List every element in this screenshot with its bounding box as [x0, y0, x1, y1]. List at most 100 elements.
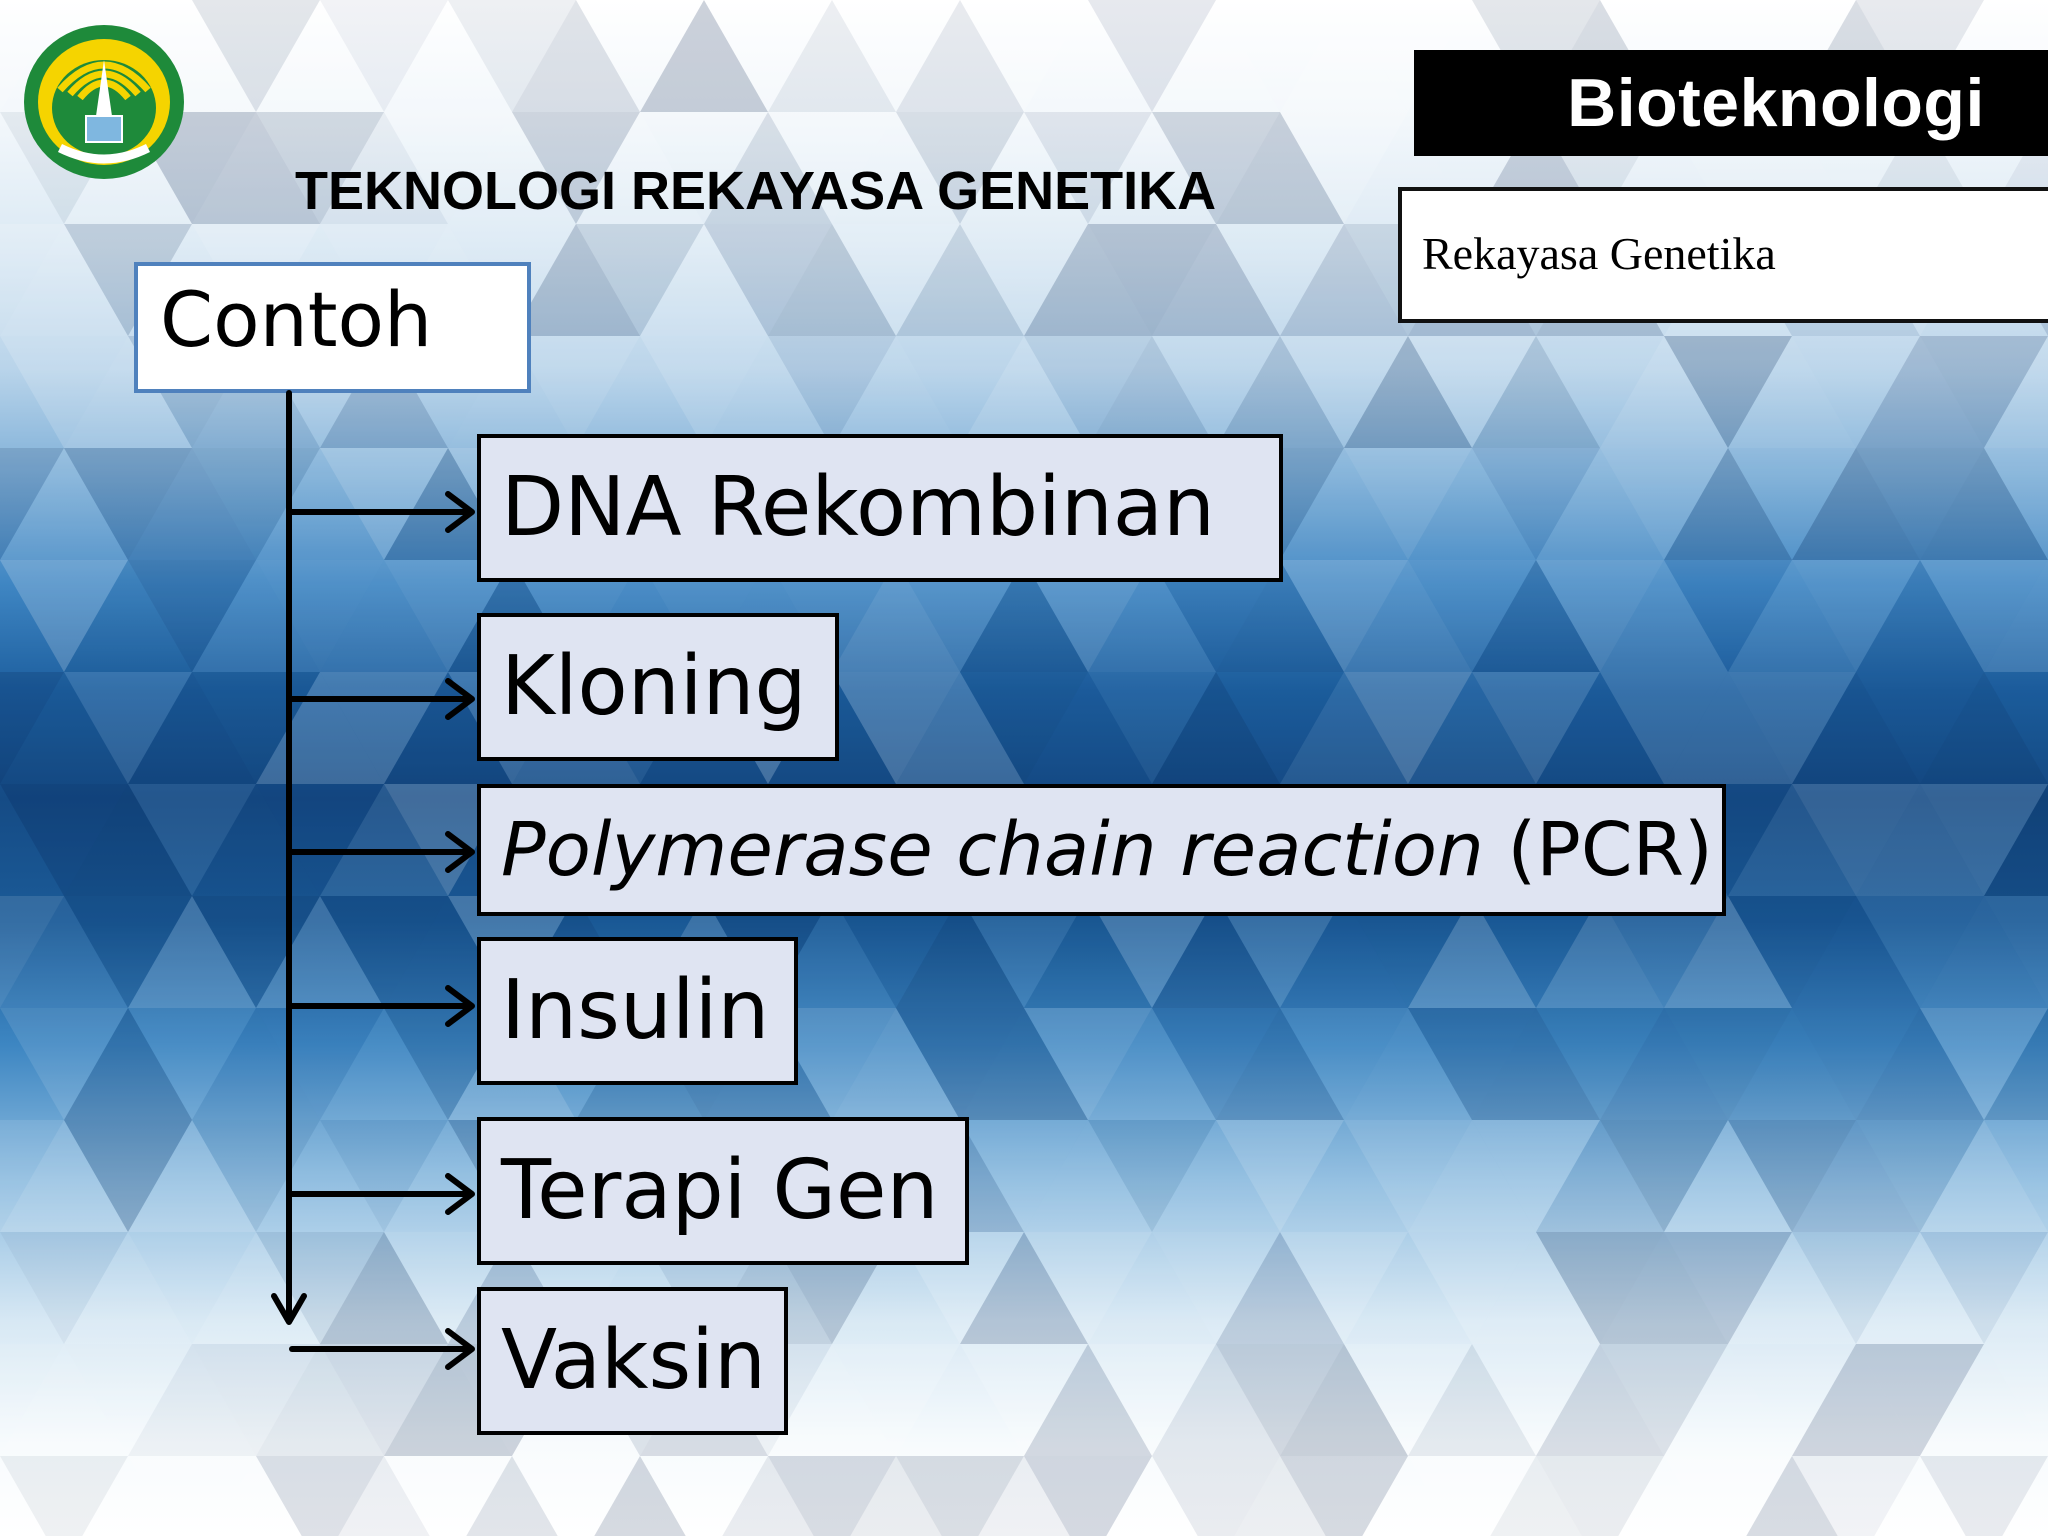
bg-triangle	[1152, 0, 1280, 112]
bg-triangle	[128, 1120, 256, 1232]
bg-triangle	[960, 0, 1088, 112]
bg-triangle	[0, 896, 64, 1008]
bg-triangle	[1874, 1456, 1966, 1536]
bg-triangle	[0, 224, 128, 336]
bg-triangle	[512, 224, 640, 336]
bg-triangle	[1024, 1456, 1152, 1536]
bg-triangle	[640, 112, 768, 224]
bg-triangle	[0, 1456, 128, 1536]
subtitle-box: Rekayasa Genetika	[1398, 187, 2048, 323]
bg-triangle	[1600, 1120, 1728, 1232]
bg-triangle	[1344, 1008, 1472, 1120]
bg-triangle	[1984, 1232, 2048, 1344]
bg-triangle	[1856, 1344, 1984, 1456]
bg-triangle	[256, 0, 384, 112]
item-box-pcr: Polymerase chain reaction (PCR)	[477, 784, 1726, 916]
bg-triangle	[1216, 0, 1344, 112]
bg-triangle	[1920, 336, 2048, 448]
bg-triangle	[768, 1344, 896, 1456]
bg-triangle	[1728, 896, 1856, 1008]
bg-triangle	[1152, 1120, 1280, 1232]
bg-triangle	[978, 1456, 1070, 1536]
bg-triangle	[1088, 896, 1216, 1008]
item-label: Vaksin	[501, 1313, 766, 1408]
bg-triangle	[128, 784, 256, 896]
bg-triangle	[384, 1456, 512, 1536]
bg-triangle	[1856, 896, 1984, 1008]
bg-triangle	[128, 1344, 256, 1456]
bg-triangle	[576, 0, 704, 112]
bg-triangle	[320, 560, 448, 672]
bg-triangle	[1216, 1120, 1344, 1232]
bg-triangle	[1728, 784, 1856, 896]
bg-triangle	[1344, 560, 1472, 672]
bg-triangle	[1490, 1456, 1582, 1536]
bg-triangle	[1024, 896, 1152, 1008]
bg-triangle	[64, 1120, 192, 1232]
bg-triangle	[1152, 1232, 1280, 1344]
bg-triangle	[1728, 1232, 1856, 1344]
item-label-suffix: (PCR)	[1483, 807, 1713, 893]
branch-arrowhead-vaksin	[445, 1328, 475, 1370]
bg-triangle	[960, 1120, 1088, 1232]
bg-triangle	[1664, 448, 1792, 560]
bg-triangle	[1408, 1456, 1536, 1536]
bg-triangle	[1856, 1008, 1984, 1120]
bg-triangle	[576, 336, 704, 448]
bg-triangle	[128, 1232, 256, 1344]
bg-triangle	[1088, 672, 1216, 784]
bg-triangle	[0, 336, 128, 448]
bg-triangle	[1792, 896, 1920, 1008]
bg-triangle	[832, 560, 960, 672]
bg-triangle	[1234, 1456, 1326, 1536]
item-label-italic: Polymerase chain reaction	[501, 807, 1484, 893]
bg-triangle	[320, 1232, 448, 1344]
bg-triangle	[1088, 1344, 1216, 1456]
item-box-terapi-gen: Terapi Gen	[477, 1117, 969, 1265]
bg-triangle	[320, 1008, 448, 1120]
bg-triangle	[960, 112, 1088, 224]
bg-triangle	[1728, 448, 1856, 560]
bg-triangle	[1664, 336, 1792, 448]
bg-triangle	[704, 336, 832, 448]
bg-triangle	[1920, 1008, 2048, 1120]
slide-heading: TEKNOLOGI REKAYASA GENETIKA	[295, 161, 1217, 221]
bg-triangle	[1344, 672, 1472, 784]
bg-triangle	[64, 672, 192, 784]
bg-triangle	[1536, 560, 1664, 672]
bg-triangle	[1728, 1120, 1856, 1232]
bg-triangle	[960, 560, 1088, 672]
bg-triangle	[1472, 1120, 1600, 1232]
bg-triangle	[704, 0, 832, 112]
bg-triangle	[384, 112, 512, 224]
bg-triangle	[1600, 448, 1728, 560]
bg-triangle	[1792, 448, 1920, 560]
bg-triangle	[1984, 672, 2048, 784]
bg-triangle	[1024, 1232, 1152, 1344]
bg-triangle	[1792, 1120, 1920, 1232]
bg-triangle	[0, 896, 128, 1008]
bg-triangle	[1984, 336, 2048, 448]
bg-triangle	[832, 112, 960, 224]
bg-triangle	[1856, 672, 1984, 784]
bg-triangle	[64, 336, 192, 448]
bg-triangle	[1024, 560, 1152, 672]
bg-triangle	[0, 784, 128, 896]
bg-triangle	[1344, 1232, 1472, 1344]
bg-triangle	[1856, 336, 1984, 448]
item-label: DNA Rekombinan	[501, 460, 1216, 555]
bg-triangle	[896, 1008, 1024, 1120]
bg-triangle	[320, 112, 448, 224]
title-banner: Bioteknologi	[1414, 50, 2048, 156]
bg-triangle	[768, 112, 896, 224]
bg-triangle	[1664, 560, 1792, 672]
bg-triangle	[1408, 1232, 1536, 1344]
item-box-insulin: Insulin	[477, 937, 798, 1085]
bg-triangle	[128, 896, 256, 1008]
bg-triangle	[1536, 1008, 1664, 1120]
bg-triangle	[960, 1008, 1088, 1120]
bg-triangle	[832, 1232, 960, 1344]
bg-triangle	[1152, 560, 1280, 672]
bg-triangle	[960, 672, 1088, 784]
